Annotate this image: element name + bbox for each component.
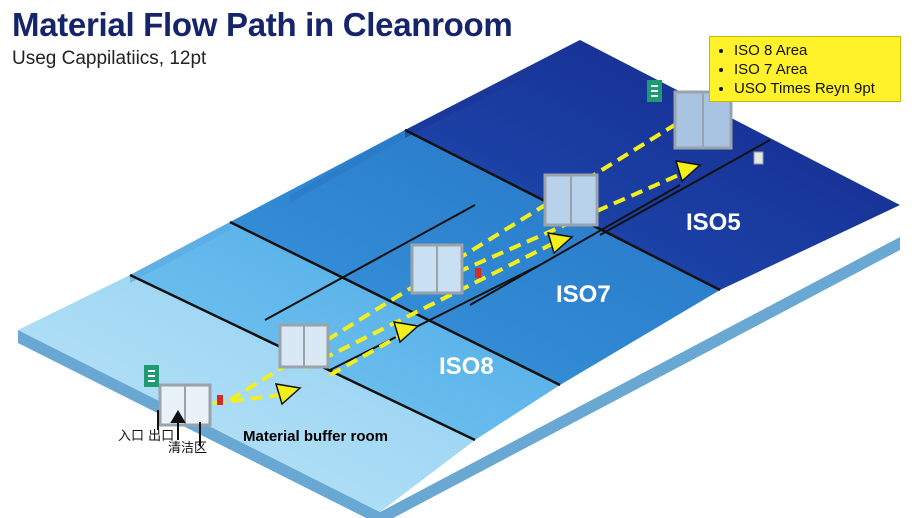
alarm-panel-icon: [753, 151, 764, 165]
step-shade: [290, 130, 405, 203]
door-icon: [410, 243, 464, 295]
door-icon: [278, 323, 330, 369]
entrance-left-label: 入口 出口: [118, 429, 174, 444]
floor-edge: [18, 237, 900, 518]
divider-line: [469, 184, 681, 306]
buffer-room-label: Material buffer room: [243, 428, 388, 445]
alarm-panel-icon: [217, 395, 223, 405]
step-shade: [130, 222, 230, 283]
page-subtitle: Useg Cappilatiics, 12pt: [12, 48, 207, 69]
divider-line: [264, 204, 476, 321]
door-icon: [158, 383, 212, 427]
iso5-label: ISO5: [686, 209, 741, 236]
door-icon: [543, 173, 599, 227]
flow-arrow-icon: [274, 160, 702, 406]
entry-arrow-icon: [157, 410, 201, 446]
buffer-room-floor: [18, 275, 475, 512]
iso7-label: ISO7: [556, 281, 611, 308]
alarm-panel-icon: [475, 268, 481, 278]
legend-item: ISO 8 Area: [734, 41, 892, 60]
step-shade: [405, 40, 580, 138]
page-title: Material Flow Path in Cleanroom: [12, 6, 513, 43]
iso7-floor: [230, 130, 720, 385]
iso8-label: ISO8: [439, 353, 494, 380]
legend-item: ISO 7 Area: [734, 60, 892, 79]
exit-sign-icon: [144, 365, 159, 387]
exit-sign-icon: [647, 80, 662, 102]
divider-line: [229, 220, 561, 387]
legend: ISO 8 Area ISO 7 Area USO Times Reyn 9pt: [709, 36, 901, 102]
divider-line: [599, 139, 771, 236]
iso5-floor: [405, 40, 900, 290]
divider-line: [329, 264, 541, 371]
door-icon: [673, 90, 733, 150]
legend-item: USO Times Reyn 9pt: [734, 79, 892, 98]
entrance-right-label: 清洁区: [168, 441, 207, 456]
